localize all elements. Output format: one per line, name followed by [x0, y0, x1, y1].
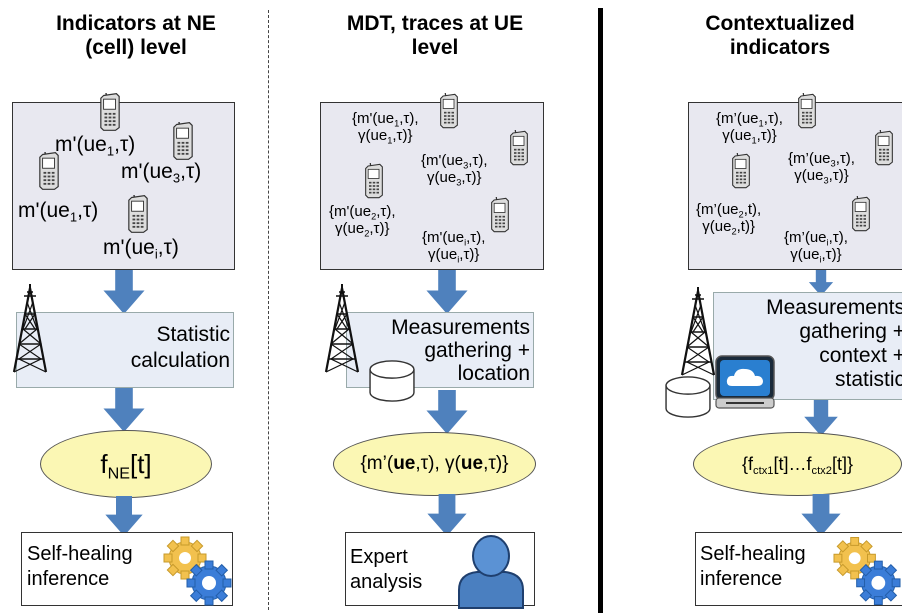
phone-icon [851, 196, 871, 232]
indicator-ellipse: fNE[t] [40, 430, 212, 498]
box-line: location [457, 362, 530, 385]
label-line: γ(ue1,τ)} [358, 127, 413, 146]
label-line: γ(ue2,τ)} [335, 220, 390, 239]
box-line: Measurements [391, 316, 530, 339]
label-line: {m'(ue2,τ), [329, 203, 396, 222]
phone-icon [364, 163, 384, 199]
ue-panel [320, 102, 544, 270]
box-line: calculation [130, 349, 230, 372]
box-line: gathering + [799, 320, 902, 343]
label-line: γ(uei,τ)} [790, 246, 842, 265]
measurement-label: {m’(ue3,τ), γ(ue3,τ)} [788, 150, 855, 186]
user-icon [458, 535, 524, 609]
title-line: Indicators at NE [56, 12, 216, 35]
box-line: statistic [834, 368, 902, 391]
phone-icon [127, 195, 149, 233]
output-line: Expert [350, 546, 408, 568]
phone-icon [509, 130, 529, 166]
output-label: Self-healing inference [700, 542, 806, 592]
measurement-label: m'(uei,τ) [103, 236, 179, 262]
title-line: MDT, traces at UE [346, 12, 524, 35]
label-line: {m’(uei,τ), [784, 229, 848, 248]
indicator-ellipse: {m’(ue,τ), γ(ue,τ)} [333, 432, 536, 496]
indicator-ellipse: {fctx1[t]…fctx2[t]} [693, 432, 902, 496]
phone-icon [797, 93, 817, 129]
flow-arrow [421, 270, 473, 314]
flow-arrow [795, 400, 847, 436]
indicator-formula: {m’(ue,τ), γ(ue,τ)} [360, 453, 509, 474]
database-icon [664, 376, 712, 418]
tower-icon [10, 284, 50, 374]
measurement-label: {m'(uei,τ), γ(uei,τ)} [422, 229, 486, 265]
measurement-label: {m'(ue1,τ), γ(ue1,τ)} [352, 110, 419, 146]
statistic-box [16, 312, 234, 388]
flow-arrow [421, 390, 473, 434]
phone-icon [439, 93, 459, 129]
measurement-label: m'(ue1,τ) [55, 133, 136, 159]
phone-icon [490, 197, 510, 233]
cloud-server-icon [715, 355, 775, 409]
box-line: Statistic [156, 323, 230, 346]
label-line: γ(ue2,t)} [702, 218, 755, 237]
label-line: {m’(ue2,t), [696, 201, 762, 220]
box-line: gathering + [424, 339, 530, 362]
label-line: {m'(ue3,τ), [421, 152, 488, 171]
column-title: Indicators at NE (cell) level [6, 12, 266, 60]
flow-arrow [95, 270, 153, 314]
flow-arrow [421, 494, 473, 536]
measurement-label: m'(ue1,τ) [18, 199, 99, 225]
gears-icon [833, 536, 902, 606]
measurement-label: {m'(ue2,τ), γ(ue2,τ)} [329, 203, 396, 239]
title-line: (cell) level [85, 36, 187, 59]
label-line: {m’(ue1,τ), [716, 110, 783, 129]
measurement-label: {m’(ue1,τ), γ(ue1,τ)} [716, 110, 783, 146]
column-title: Contextualized indicators [670, 12, 890, 60]
dashed-separator [268, 10, 269, 610]
ue-panel [688, 102, 902, 270]
phone-icon [99, 93, 121, 131]
statistic-label: Statistic calculation [60, 322, 230, 374]
flow-arrow [95, 496, 153, 536]
column-title: MDT, traces at UE level [305, 12, 565, 60]
label-line: γ(uei,τ)} [428, 246, 480, 265]
measurement-label: m'(ue3,τ) [121, 160, 202, 186]
title-line: Contextualized [705, 12, 855, 35]
gears-icon [163, 536, 233, 606]
context-box [713, 292, 902, 400]
phone-icon [731, 153, 751, 189]
measurement-label: {m'(ue3,τ), γ(ue3,τ)} [421, 152, 488, 188]
label-line: γ(ue1,τ)} [722, 127, 777, 146]
output-line: analysis [350, 571, 423, 593]
label-line: {m'(ue1,τ), [352, 110, 419, 129]
box-line: context + [819, 344, 902, 367]
indicator-formula: fNE[t] [100, 448, 152, 483]
solid-separator [598, 8, 603, 613]
label-line: γ(ue3,τ)} [427, 169, 482, 188]
output-line: Self-healing [700, 543, 806, 565]
indicator-formula: {fctx1[t]…fctx2[t]} [742, 453, 853, 477]
measurement-label: {m’(ue2,t), γ(ue2,t)} [696, 201, 762, 237]
box-line: Measurements [766, 296, 902, 319]
label-line: {m’(ue3,τ), [788, 150, 855, 169]
measurement-label: {m’(uei,τ), γ(uei,τ)} [784, 229, 848, 265]
tower-icon [322, 284, 362, 374]
output-label: Expert analysis [350, 545, 422, 595]
output-line: inference [27, 568, 110, 590]
context-box-label: Measurements gathering + context + stati… [730, 296, 902, 392]
output-label: Self-healing inference [27, 542, 133, 592]
measurement-box-label: Measurements gathering + location [360, 316, 530, 385]
phone-icon [38, 152, 60, 190]
phone-icon [874, 130, 894, 166]
label-line: {m'(uei,τ), [422, 229, 486, 248]
output-line: Self-healing [27, 543, 133, 565]
output-line: inference [700, 568, 783, 590]
flow-arrow [795, 494, 847, 536]
flow-arrow [95, 388, 153, 432]
label-line: γ(ue3,τ)} [794, 167, 849, 186]
tower-icon [678, 280, 718, 384]
title-line: indicators [729, 36, 831, 59]
title-line: level [411, 36, 459, 59]
phone-icon [172, 122, 194, 160]
